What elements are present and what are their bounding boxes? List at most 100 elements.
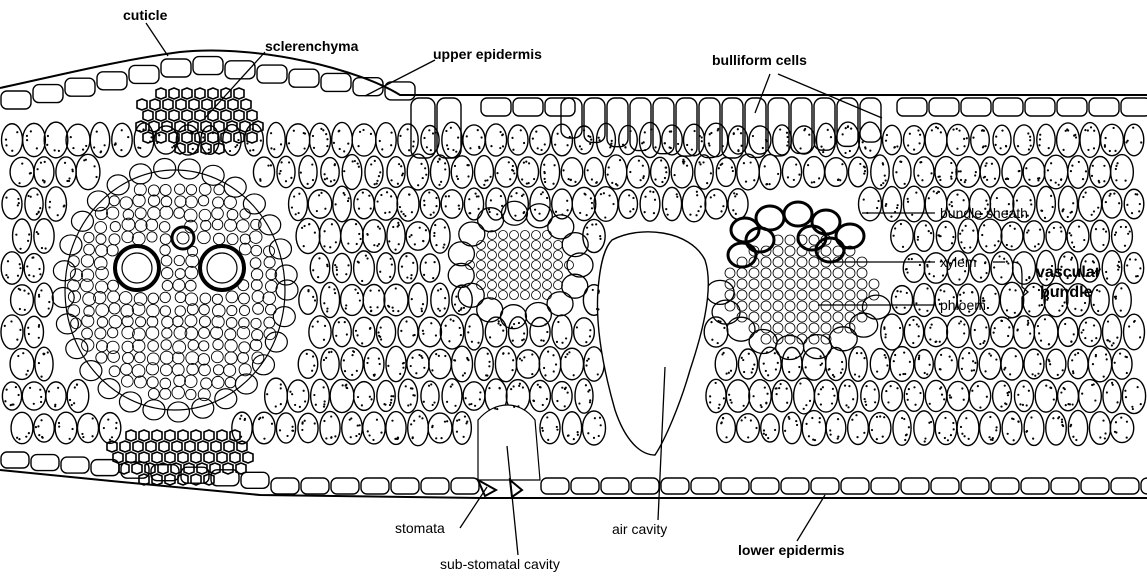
chloroplast-dot xyxy=(577,434,579,436)
chloroplast-dot xyxy=(1116,337,1118,339)
mesophyll-cell xyxy=(561,348,584,379)
chloroplast-dot xyxy=(723,397,725,399)
vascular-cell xyxy=(198,196,208,206)
vascular-cell xyxy=(809,290,819,300)
chloroplast-dot xyxy=(778,387,780,389)
chloroplast-dot xyxy=(963,247,965,249)
chloroplast-dot xyxy=(720,210,722,212)
chloroplast-dot xyxy=(444,355,446,357)
chloroplast-dot xyxy=(324,400,326,402)
chloroplast-dot xyxy=(444,421,446,423)
chloroplast-dot xyxy=(959,233,961,235)
bulliform-cell xyxy=(676,98,697,156)
chloroplast-dot xyxy=(74,386,76,388)
chloroplast-dot xyxy=(557,321,559,323)
chloroplast-dot xyxy=(1027,132,1029,134)
chloroplast-dot xyxy=(562,169,564,171)
chloroplast-dot xyxy=(552,354,554,356)
chloroplast-dot xyxy=(148,129,150,131)
vascular-cell xyxy=(532,281,541,290)
chloroplast-dot xyxy=(901,417,903,419)
vascular-cell xyxy=(264,257,275,268)
chloroplast-dot xyxy=(433,235,435,237)
chloroplast-dot xyxy=(325,133,327,135)
chloroplast-dot xyxy=(893,360,895,362)
chloroplast-dot xyxy=(553,370,555,372)
chloroplast-dot xyxy=(908,426,910,428)
chloroplast-dot xyxy=(57,214,59,216)
chloroplast-dot xyxy=(466,135,468,137)
chloroplast-dot xyxy=(335,335,337,337)
chloroplast-dot xyxy=(865,404,867,406)
chloroplast-dot xyxy=(47,351,49,353)
chloroplast-dot xyxy=(421,310,423,312)
chloroplast-dot xyxy=(786,388,788,390)
mesophyll-cell xyxy=(737,154,759,190)
bundle-sheath-cell xyxy=(477,298,503,322)
chloroplast-dot xyxy=(502,352,504,354)
chloroplast-dot xyxy=(856,436,858,438)
chloroplast-dot xyxy=(918,335,920,337)
chloroplast-dot xyxy=(715,382,717,384)
chloroplast-dot xyxy=(342,384,344,386)
chloroplast-dot xyxy=(376,245,378,247)
chloroplast-dot xyxy=(555,211,557,213)
chloroplast-dot xyxy=(994,244,996,246)
vascular-cell xyxy=(160,378,171,389)
mesophyll-cell xyxy=(342,412,363,444)
chloroplast-dot xyxy=(1070,259,1072,261)
chloroplast-dot xyxy=(589,401,591,403)
chloroplast-dot xyxy=(388,240,390,242)
chloroplast-dot xyxy=(318,257,320,259)
chloroplast-dot xyxy=(514,215,516,217)
chloroplast-dot xyxy=(1029,199,1031,201)
chloroplast-dot xyxy=(388,211,390,213)
chloroplast-dot xyxy=(289,391,291,393)
chloroplast-dot xyxy=(345,385,347,387)
mesophyll-cell xyxy=(320,411,340,444)
chloroplast-dot xyxy=(1071,257,1073,259)
chloroplast-dot xyxy=(741,419,743,421)
chloroplast-dot xyxy=(280,387,282,389)
chloroplast-dot xyxy=(885,203,887,205)
vascular-cell xyxy=(543,241,552,250)
chloroplast-dot xyxy=(595,182,597,184)
chloroplast-dot xyxy=(1006,177,1008,179)
chloroplast-dot xyxy=(1115,168,1117,170)
chloroplast-dot xyxy=(467,175,469,177)
chloroplast-dot xyxy=(952,422,954,424)
chloroplast-dot xyxy=(379,140,381,142)
chloroplast-dot xyxy=(909,361,911,363)
vascular-cell xyxy=(521,231,530,240)
chloroplast-dot xyxy=(465,422,467,424)
chloroplast-dot xyxy=(1114,362,1116,364)
chloroplast-dot xyxy=(466,357,468,359)
vascular-cell xyxy=(213,339,223,349)
chloroplast-dot xyxy=(422,330,424,332)
chloroplast-dot xyxy=(523,142,525,144)
chloroplast-dot xyxy=(919,392,921,394)
sclerenchyma-cell xyxy=(143,110,153,121)
chloroplast-dot xyxy=(374,160,376,162)
chloroplast-dot xyxy=(577,431,579,433)
sclerenchyma-cell xyxy=(189,99,199,110)
mesophyll-cell xyxy=(1091,220,1110,252)
chloroplast-dot xyxy=(1053,227,1055,229)
chloroplast-dot xyxy=(1119,352,1121,354)
vascular-cell xyxy=(251,245,262,256)
chloroplast-dot xyxy=(263,438,265,440)
chloroplast-dot xyxy=(362,129,364,131)
vascular-cell xyxy=(761,312,771,322)
chloroplast-dot xyxy=(432,132,434,134)
vascular-cell xyxy=(121,375,133,387)
chloroplast-dot xyxy=(347,142,349,144)
chloroplast-dot xyxy=(608,166,610,168)
chloroplast-dot xyxy=(458,208,460,210)
mesophyll-cell xyxy=(1046,349,1066,379)
vascular-cell xyxy=(121,304,134,317)
chloroplast-dot xyxy=(974,329,976,331)
chloroplast-dot xyxy=(848,385,850,387)
mesophyll-cell xyxy=(342,155,362,190)
chloroplast-dot xyxy=(307,183,309,185)
chloroplast-dot xyxy=(777,362,779,364)
